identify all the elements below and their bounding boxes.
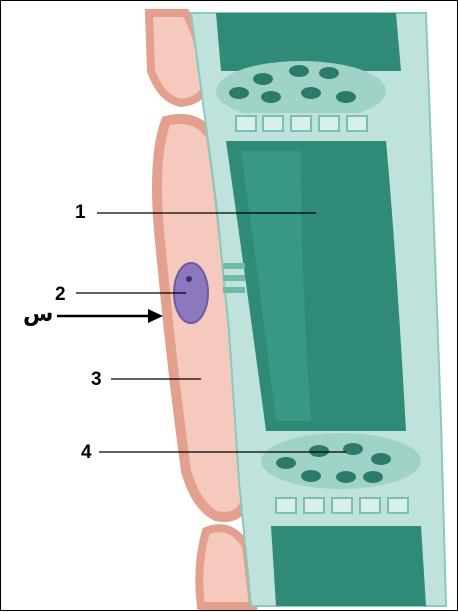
label-2: 2 bbox=[55, 285, 66, 304]
arrow-label: س bbox=[23, 304, 53, 326]
label-3: 3 bbox=[91, 370, 102, 389]
sieve-plate-top bbox=[216, 61, 386, 135]
label-1: 1 bbox=[75, 203, 86, 222]
label-4: 4 bbox=[81, 443, 92, 462]
sieve-plate-bottom bbox=[261, 433, 426, 521]
right-arrow-icon bbox=[57, 309, 163, 323]
plasmodesmata bbox=[223, 263, 245, 293]
